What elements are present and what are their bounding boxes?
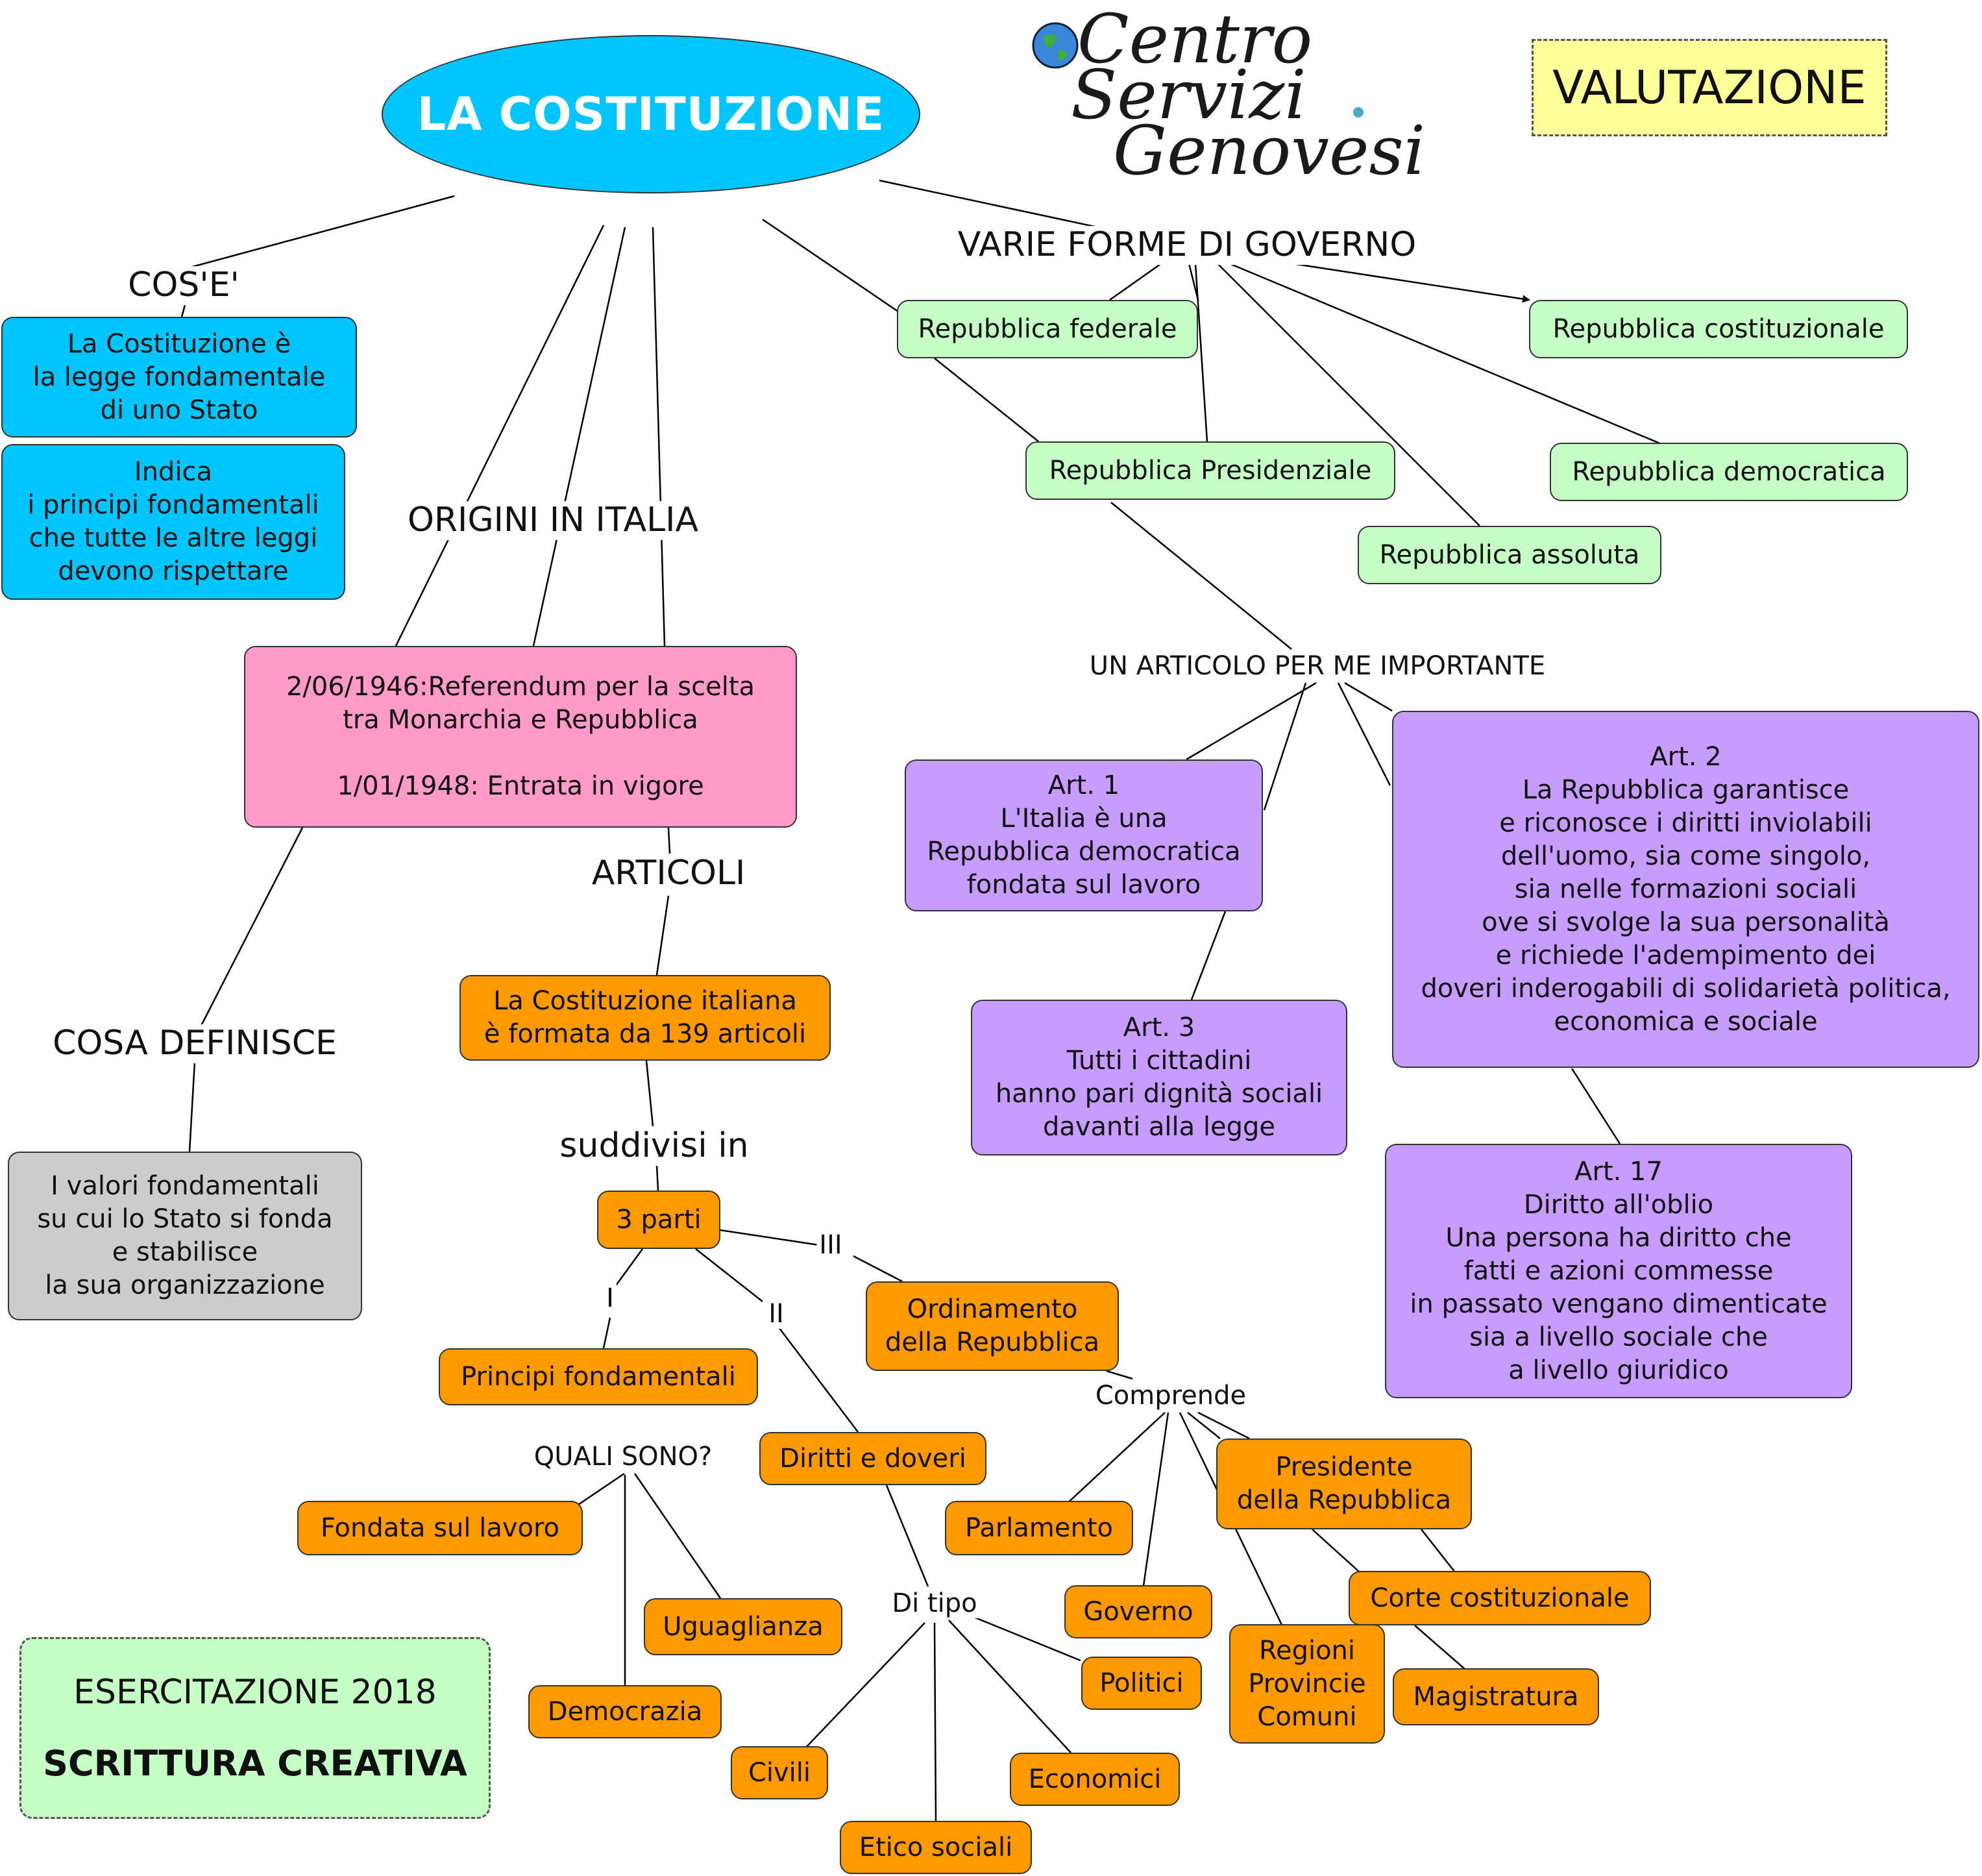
- node-storia-referendum[interactable]: 2/06/1946:Referendum per la scelta tra M…: [244, 646, 797, 828]
- node-art-17[interactable]: Art. 17 Diritto all'oblio Una persona ha…: [1385, 1144, 1852, 1398]
- label-cosa-definisce: COSA DEFINISCE: [50, 1024, 339, 1063]
- label-part-i: I: [604, 1283, 617, 1313]
- node-magistratura[interactable]: Magistratura: [1393, 1668, 1599, 1725]
- node-economici[interactable]: Economici: [1010, 1753, 1180, 1806]
- node-art-3[interactable]: Art. 3 Tutti i cittadini hanno pari dign…: [971, 1000, 1347, 1155]
- node-3-parti[interactable]: 3 parti: [597, 1191, 720, 1249]
- label-varie-forme-di-governo: VARIE FORME DI GOVERNO: [955, 225, 1419, 265]
- logo-word-genovesi: Genovesi: [1113, 111, 1426, 190]
- node-democrazia[interactable]: Democrazia: [528, 1685, 722, 1738]
- centro-servizi-genovesi-logo: Centro Servizi Genovesi: [1012, 0, 1425, 190]
- la-costituzione-title[interactable]: LA COSTITUZIONE: [382, 35, 920, 193]
- node-etico-sociali[interactable]: Etico sociali: [840, 1821, 1032, 1874]
- logo-dot-icon: [1353, 107, 1364, 117]
- label-part-iii: III: [816, 1230, 845, 1260]
- scrittura-creativa: SCRITTURA CREATIVA: [43, 1742, 467, 1784]
- node-diritti-e-doveri[interactable]: Diritti e doveri: [759, 1432, 986, 1485]
- label-origini-in-italia: ORIGINI IN ITALIA: [404, 500, 702, 540]
- node-art-1[interactable]: Art. 1 L'Italia è una Repubblica democra…: [905, 759, 1263, 911]
- label-di-tipo: Di tipo: [889, 1588, 980, 1618]
- node-parlamento[interactable]: Parlamento: [945, 1501, 1133, 1555]
- label-quali-sono: QUALI SONO?: [531, 1442, 715, 1472]
- node-repubblica-democratica[interactable]: Repubblica democratica: [1550, 443, 1908, 501]
- node-valori-fondamentali[interactable]: I valori fondamentali su cui lo Stato si…: [8, 1152, 362, 1320]
- node-repubblica-assoluta[interactable]: Repubblica assoluta: [1358, 526, 1661, 584]
- node-principi-fondamentali[interactable]: Principi fondamentali: [439, 1348, 758, 1405]
- node-governo[interactable]: Governo: [1064, 1585, 1212, 1638]
- node-art-2[interactable]: Art. 2 La Repubblica garantisce e ricono…: [1392, 711, 1979, 1068]
- globe-icon: [1032, 22, 1079, 69]
- node-politici[interactable]: Politici: [1081, 1657, 1202, 1710]
- node-corte-costituzionale[interactable]: Corte costituzionale: [1349, 1571, 1651, 1625]
- node-fondata-sul-lavoro[interactable]: Fondata sul lavoro: [297, 1501, 583, 1555]
- node-definizione[interactable]: La Costituzione è la legge fondamentale …: [1, 317, 357, 438]
- node-139-articoli[interactable]: La Costituzione italiana è formata da 13…: [459, 975, 831, 1061]
- label-cose: COS'E': [125, 265, 242, 305]
- node-civili[interactable]: Civili: [731, 1746, 828, 1799]
- node-uguaglianza[interactable]: Uguaglianza: [644, 1598, 842, 1655]
- node-presidente-repubblica[interactable]: Presidente della Repubblica: [1216, 1438, 1472, 1529]
- node-repubblica-federale[interactable]: Repubblica federale: [897, 300, 1198, 358]
- esercitazione-year: ESERCITAZIONE 2018: [73, 1672, 437, 1712]
- label-part-ii: II: [766, 1299, 787, 1329]
- node-regioni-provincie-comuni[interactable]: Regioni Provincie Comuni: [1229, 1624, 1385, 1744]
- node-repubblica-presidenziale[interactable]: Repubblica Presidenziale: [1025, 441, 1395, 500]
- node-ordinamento-repubblica[interactable]: Ordinamento della Repubblica: [866, 1281, 1119, 1371]
- label-un-articolo-per-me-importante: UN ARTICOLO PER ME IMPORTANTE: [1086, 651, 1548, 681]
- valutazione-box[interactable]: VALUTAZIONE: [1532, 39, 1887, 136]
- esercitazione-box[interactable]: ESERCITAZIONE 2018 SCRITTURA CREATIVA: [19, 1637, 491, 1819]
- node-principi-leggi[interactable]: Indica i principi fondamentali che tutte…: [1, 444, 345, 600]
- label-suddivisi-in: suddivisi in: [557, 1126, 752, 1166]
- logo-word-centro: Centro: [1077, 0, 1313, 79]
- label-articoli: ARTICOLI: [589, 854, 748, 893]
- label-comprende: Comprende: [1092, 1381, 1249, 1411]
- node-repubblica-costituzionale[interactable]: Repubblica costituzionale: [1529, 300, 1908, 358]
- logo-word-servizi: Servizi: [1071, 55, 1306, 134]
